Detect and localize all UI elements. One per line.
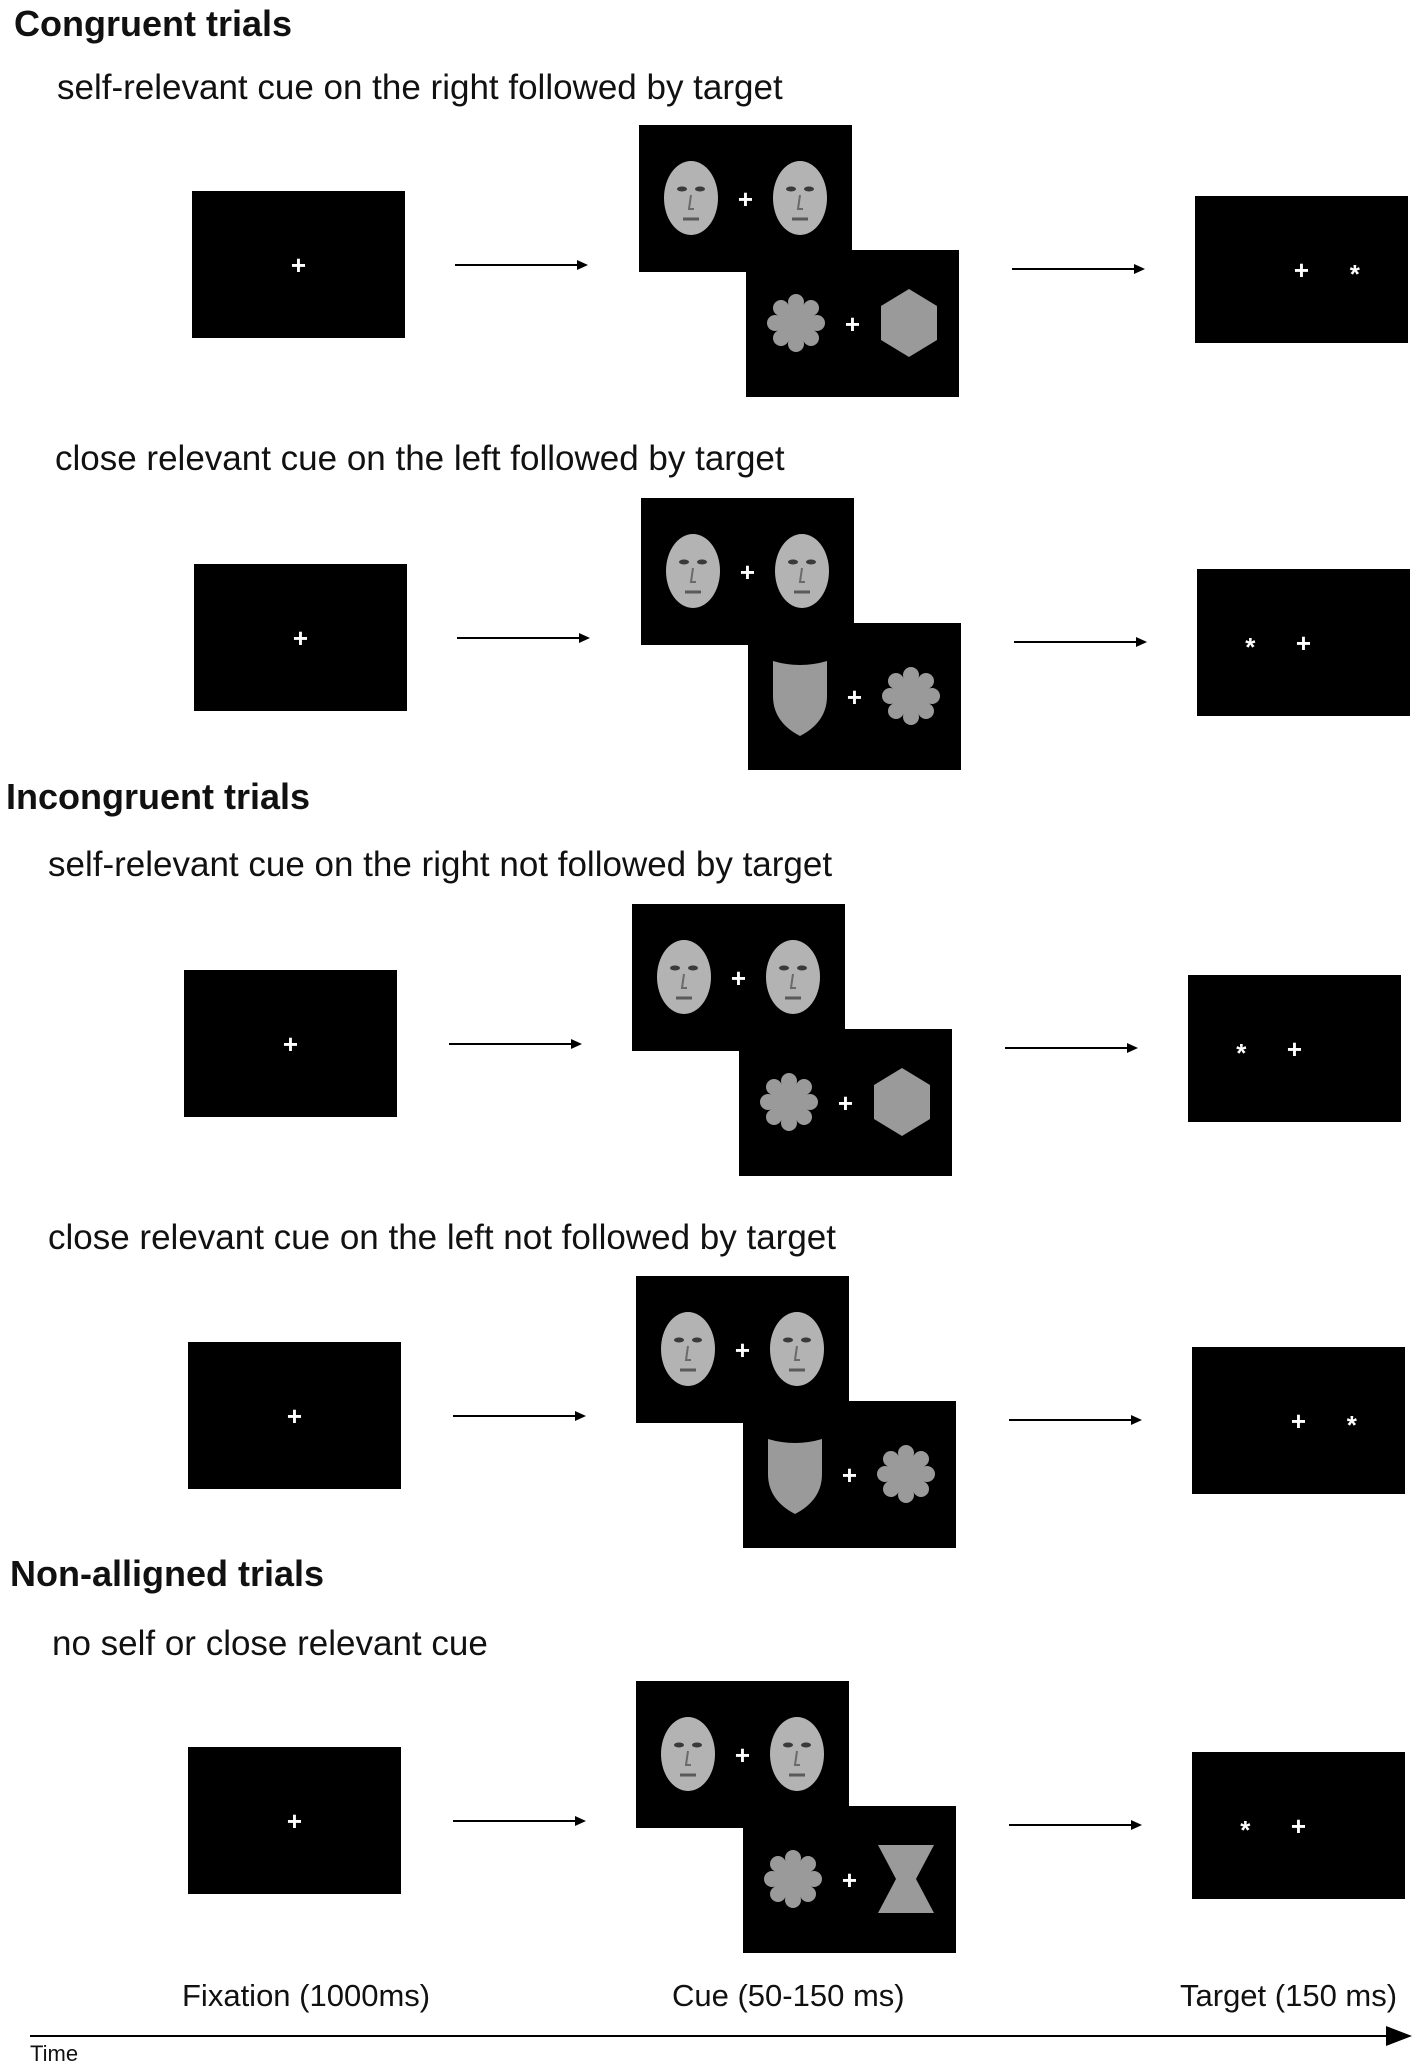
cue-face-screen: + <box>641 498 854 645</box>
cue-shape-screen: + <box>746 250 959 397</box>
section-heading-non-aligned: Non-alligned trials <box>10 1553 325 1594</box>
target-screen: * + <box>1197 569 1410 716</box>
target-asterisk: * <box>1240 1814 1251 1845</box>
fixation-cross: + <box>841 1864 858 1895</box>
fixation-cross: + <box>841 1459 858 1490</box>
fixation-cross: + <box>739 556 756 587</box>
fixation-screen: + <box>192 191 405 338</box>
row-subtitle-1: self-relevant cue on the right followed … <box>57 68 783 107</box>
time-axis-label: Time <box>30 2041 79 2066</box>
fixation-screen: + <box>188 1747 401 1894</box>
fixation-cross: + <box>837 1087 854 1118</box>
face-left <box>664 161 718 235</box>
fixation-cross: + <box>730 962 747 993</box>
cue-face-screen: + <box>632 904 845 1051</box>
row-subtitle-4: close relevant cue on the left not follo… <box>48 1218 836 1257</box>
fixation-cross: + <box>1290 1405 1307 1436</box>
time-axis-arrow <box>30 2024 1412 2048</box>
target-screen: * + <box>1188 975 1401 1122</box>
phase-label-fixation: Fixation (1000ms) <box>182 1978 431 2013</box>
fixation-screen: + <box>184 970 397 1117</box>
section-heading-incongruent: Incongruent trials <box>6 776 311 817</box>
fixation-cross: + <box>734 1334 751 1365</box>
shield-shape <box>773 661 827 736</box>
arrow-cue-to-target <box>1014 631 1147 653</box>
shield-shape <box>768 1439 822 1514</box>
fixation-cross: + <box>286 1805 303 1836</box>
cue-shape-screen: + <box>739 1029 952 1176</box>
flower-shape <box>877 1445 935 1503</box>
fixation-cross: + <box>844 308 861 339</box>
cue-face-screen: + <box>636 1276 849 1423</box>
arrow-fixation-to-cue <box>457 627 590 649</box>
section-heading-congruent: Congruent trials <box>14 3 293 44</box>
target-asterisk: * <box>1245 631 1256 662</box>
cue-face-screen: + <box>636 1681 849 1828</box>
face-right <box>770 1312 824 1386</box>
fixation-cross: + <box>734 1739 751 1770</box>
arrow-cue-to-target <box>1009 1409 1142 1431</box>
flower-shape <box>760 1073 818 1131</box>
fixation-cross: + <box>282 1028 299 1059</box>
fixation-cross: + <box>846 681 863 712</box>
fixation-screen: + <box>194 564 407 711</box>
phase-label-cue: Cue (50-150 ms) <box>672 1978 905 2013</box>
cue-face-screen: + <box>639 125 852 272</box>
fixation-screen: + <box>188 1342 401 1489</box>
hexagon-shape <box>881 289 937 357</box>
cue-shape-screen: + <box>748 623 961 770</box>
fixation-cross: + <box>737 183 754 214</box>
cue-shape-screen: + <box>743 1806 956 1953</box>
arrow-fixation-to-cue <box>449 1033 582 1055</box>
fixation-cross: + <box>1295 627 1312 658</box>
target-asterisk: * <box>1346 1409 1357 1440</box>
target-screen: + * <box>1192 1347 1405 1494</box>
arrow-cue-to-target <box>1009 1814 1142 1836</box>
face-left <box>661 1312 715 1386</box>
target-asterisk: * <box>1236 1037 1247 1068</box>
arrow-fixation-to-cue <box>453 1810 586 1832</box>
face-right <box>773 161 827 235</box>
fixation-cross: + <box>292 622 309 653</box>
face-left <box>661 1717 715 1791</box>
cue-shape-screen: + <box>743 1401 956 1548</box>
target-asterisk: * <box>1349 258 1360 289</box>
fixation-cross: + <box>286 1400 303 1431</box>
row-subtitle-3: self-relevant cue on the right not follo… <box>48 845 833 884</box>
fixation-cross: + <box>1286 1033 1303 1064</box>
arrow-cue-to-target <box>1012 258 1145 280</box>
face-right <box>775 534 829 608</box>
phase-label-target: Target (150 ms) <box>1180 1978 1398 2013</box>
target-screen: * + <box>1192 1752 1405 1899</box>
face-left <box>666 534 720 608</box>
flower-shape <box>764 1850 822 1908</box>
arrow-fixation-to-cue <box>453 1405 586 1427</box>
hexagon-shape <box>874 1068 930 1136</box>
bowtie-shape <box>878 1845 934 1913</box>
arrow-cue-to-target <box>1005 1037 1138 1059</box>
face-right <box>766 940 820 1014</box>
arrow-fixation-to-cue <box>455 254 588 276</box>
row-subtitle-5: no self or close relevant cue <box>52 1624 488 1663</box>
fixation-cross: + <box>1290 1810 1307 1841</box>
row-subtitle-2: close relevant cue on the left followed … <box>55 439 785 478</box>
fixation-cross: + <box>1293 254 1310 285</box>
face-right <box>770 1717 824 1791</box>
fixation-cross: + <box>290 249 307 280</box>
flower-shape <box>767 294 825 352</box>
target-screen: + * <box>1195 196 1408 343</box>
flower-shape <box>882 667 940 725</box>
face-left <box>657 940 711 1014</box>
